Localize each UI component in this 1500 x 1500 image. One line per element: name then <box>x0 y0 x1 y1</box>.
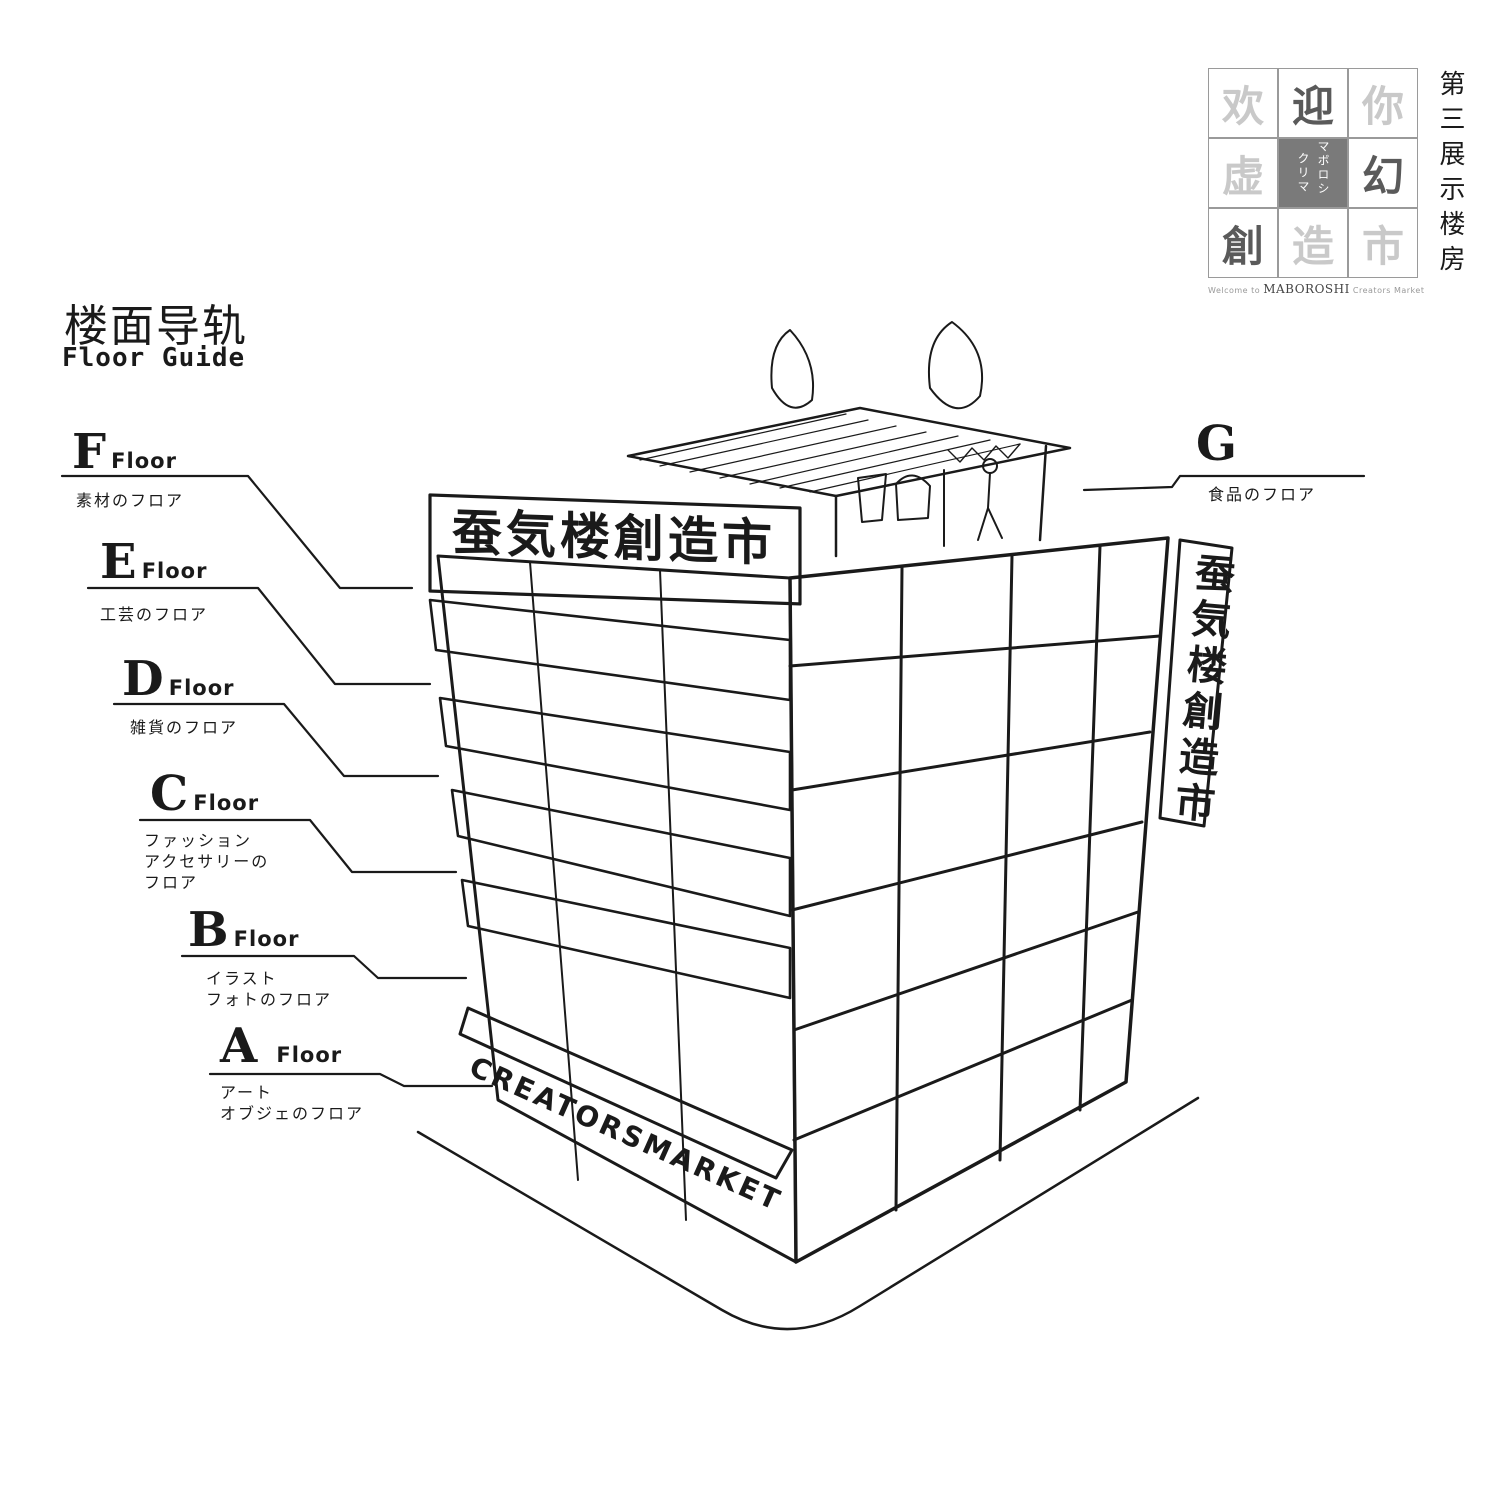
floor-letter-g: G <box>1196 416 1237 472</box>
logo-cell: 虚 <box>1208 138 1278 208</box>
floor-word: Floor <box>193 791 260 815</box>
floor-label-a: A Floor <box>220 1022 342 1070</box>
logo-cell: 你 <box>1348 68 1418 138</box>
floor-letter: C <box>150 766 189 822</box>
floor-letter: B <box>188 902 229 958</box>
vertical-sign-board <box>1158 538 1234 828</box>
floor-label-f: F Floor <box>72 428 177 476</box>
logo-cell: 幻 <box>1348 138 1418 208</box>
street-corner <box>416 1096 1200 1331</box>
awning <box>458 1006 794 1180</box>
logo-cell: 市 <box>1348 208 1418 278</box>
logo-center-left: クリマ <box>1296 152 1310 194</box>
logo: 欢 迎 你 虚 クリマ マボロシ 幻 創 造 市 <box>1208 68 1418 278</box>
logo-cell: 造 <box>1278 208 1348 278</box>
floor-letter: A <box>220 1018 258 1074</box>
building-left-face <box>436 554 798 1264</box>
rooftop-creature-icon <box>770 321 984 410</box>
leader-line-b <box>180 954 468 980</box>
logo-caption-brand: MABOROSHI <box>1263 282 1350 296</box>
leader-line-a <box>208 1072 494 1088</box>
leader-line-f <box>60 474 414 590</box>
leader-line-c <box>138 818 458 874</box>
main-sign-text: 蚕気楼創造市 <box>452 503 776 573</box>
floor-desc-f: 素材のフロア <box>76 491 185 510</box>
sign-board <box>428 493 802 606</box>
vertical-title: 第三展示楼房 <box>1435 70 1465 280</box>
cafe-cup-icon <box>857 473 931 523</box>
floor-word: Floor <box>141 559 208 583</box>
floor-word: Floor <box>233 927 300 951</box>
floor-label-c: C Floor <box>150 770 259 818</box>
floor-letter: E <box>100 534 137 590</box>
leader-line-g <box>1082 474 1366 492</box>
floor-letter: F <box>72 424 107 480</box>
logo-caption-post: Creators Market <box>1352 286 1425 295</box>
walking-person-icon <box>977 458 1003 541</box>
floor-desc-b: イラスト フォトのフロア <box>206 969 333 1009</box>
floor-label-e: E Floor <box>100 538 207 586</box>
floor-desc-g: 食品のフロア <box>1208 485 1317 504</box>
floor-label-b: B Floor <box>188 906 299 954</box>
rooftop-roof <box>626 406 1072 498</box>
floor-label-d: D Floor <box>122 655 234 703</box>
logo-caption: Welcome to MABOROSHI Creators Market <box>1208 282 1424 296</box>
leader-line-d <box>112 702 440 778</box>
floor-letter: D <box>122 651 164 707</box>
logo-caption-pre: Welcome to <box>1208 286 1261 295</box>
floor-desc-c: ファッション アクセサリーの フロア <box>144 831 270 892</box>
floor-desc-d: 雑貨のフロア <box>130 718 239 737</box>
logo-center: クリマ マボロシ <box>1278 138 1348 208</box>
logo-cell: 欢 <box>1208 68 1278 138</box>
floor-desc-e: 工芸のフロア <box>100 605 209 624</box>
page-title: 楼面导轨 <box>64 301 248 352</box>
page-subtitle: Floor Guide <box>62 343 246 373</box>
logo-cell: 迎 <box>1278 68 1348 138</box>
floor-desc-a: アート オブジェのフロア <box>220 1083 365 1123</box>
leader-line-e <box>86 586 432 686</box>
floor-word: Floor <box>168 676 235 700</box>
floor-word: Floor <box>276 1043 343 1067</box>
logo-cell: 創 <box>1208 208 1278 278</box>
logo-center-right: マボロシ <box>1316 140 1330 196</box>
building-right-face <box>788 536 1170 1264</box>
floor-word: Floor <box>111 449 177 473</box>
